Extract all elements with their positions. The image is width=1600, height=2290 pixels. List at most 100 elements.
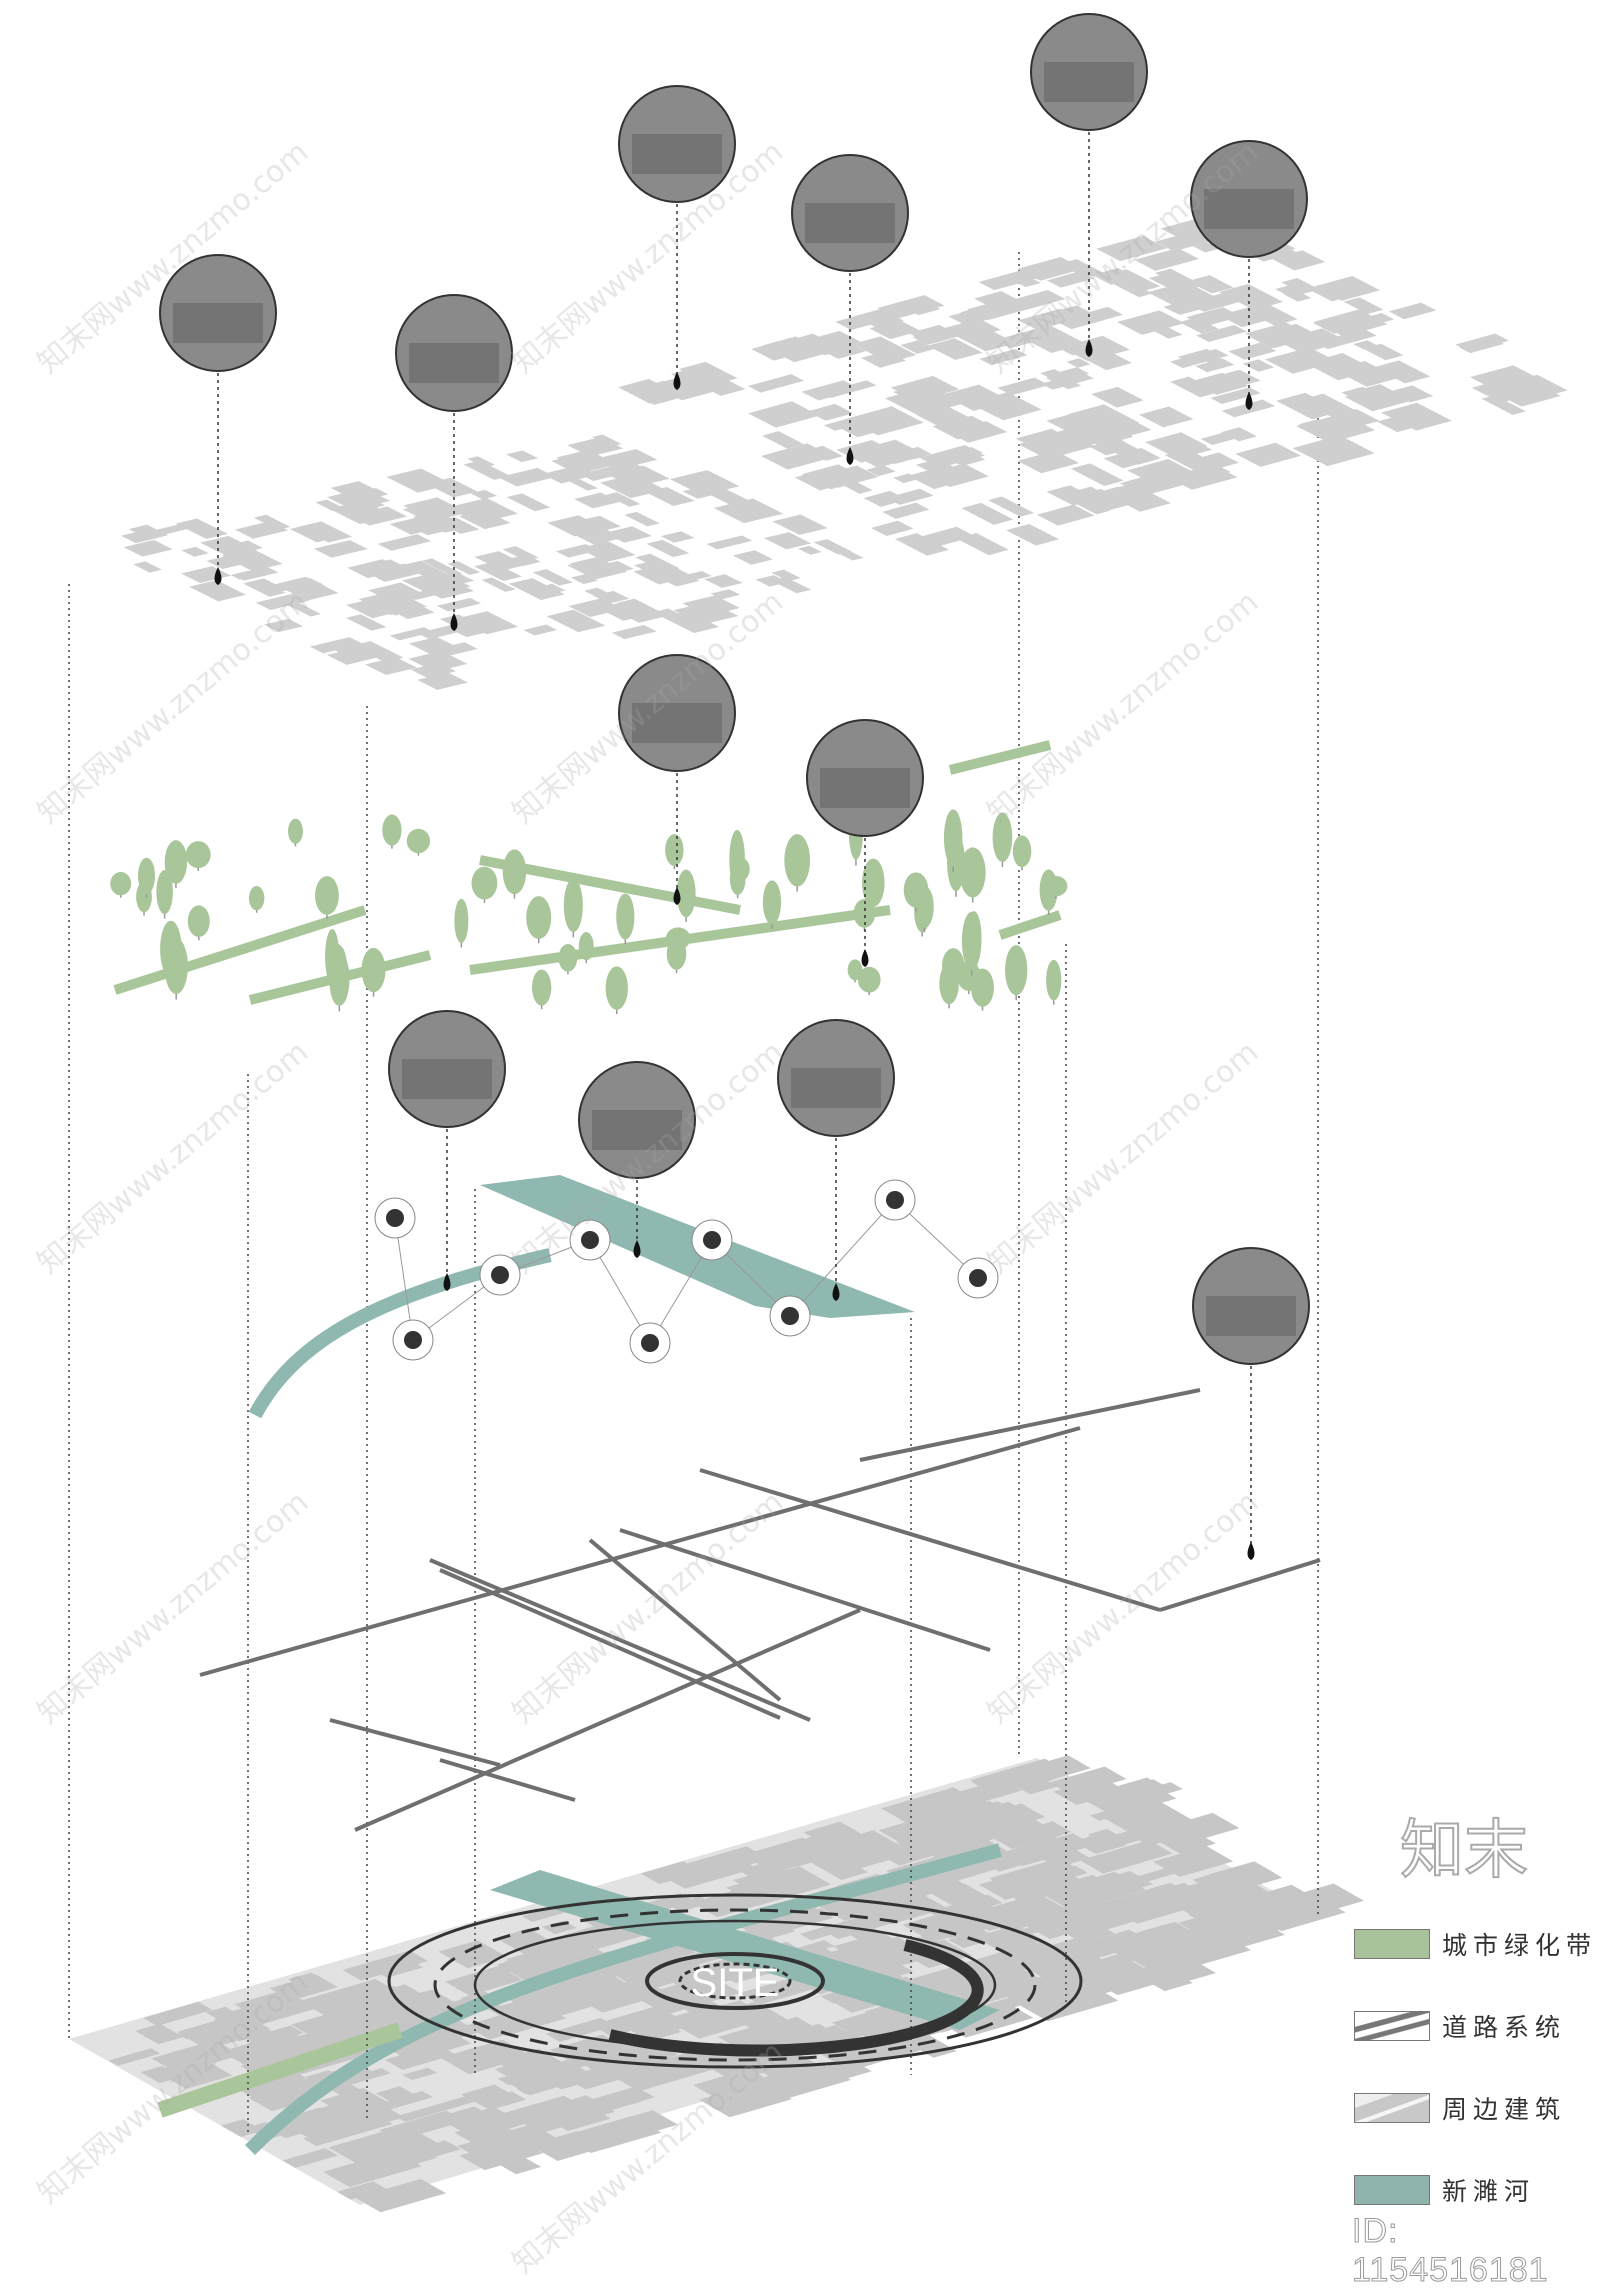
building-block — [1348, 364, 1415, 387]
fish-icon — [581, 1231, 599, 1249]
building-block — [1177, 348, 1218, 363]
photo-government-building — [1030, 13, 1148, 357]
base-building — [402, 2067, 438, 2081]
building-block — [428, 642, 478, 658]
building-block — [603, 456, 645, 473]
road-line — [1159, 1558, 1321, 1612]
building-block — [1015, 325, 1086, 353]
base-building — [215, 1994, 317, 2031]
building-block — [852, 336, 917, 363]
building-block — [467, 456, 496, 468]
site-ring — [678, 1962, 792, 2000]
green-belt-strip — [998, 910, 1062, 940]
location-pin-icon — [1245, 392, 1253, 410]
tree-canopy — [526, 896, 552, 939]
building-block — [481, 577, 516, 592]
building-block — [128, 524, 169, 540]
base-building — [445, 1966, 523, 1996]
building-block — [1071, 498, 1110, 515]
road-line — [859, 1388, 1201, 1462]
base-building — [726, 1967, 772, 1984]
tree-canopy — [156, 870, 173, 915]
building-block — [1388, 302, 1437, 320]
building-block — [1018, 431, 1095, 460]
base-building — [457, 2124, 564, 2164]
legend-roads: 道路系统 — [1354, 2008, 1566, 2044]
legend-label: 新濉河 — [1442, 2177, 1536, 2206]
photo-subject — [402, 1059, 492, 1099]
site-ring — [645, 1952, 825, 2010]
base-building — [691, 1882, 788, 1918]
base-building — [355, 2178, 447, 2213]
base-building — [336, 2181, 387, 2200]
building-block — [345, 598, 400, 619]
base-building — [389, 2031, 472, 2061]
tree-canopy — [315, 876, 339, 915]
building-block — [1006, 523, 1059, 546]
base-building — [504, 2072, 559, 2096]
fish-icon — [781, 1307, 799, 1325]
base-building — [282, 2148, 339, 2168]
building-block — [902, 301, 941, 316]
base-building — [901, 1816, 973, 1845]
photo-modern-building — [791, 154, 909, 465]
site-ring — [433, 1908, 1037, 2062]
tree-canopy — [992, 812, 1013, 863]
tree-canopy — [137, 857, 156, 895]
building-block — [1045, 374, 1082, 390]
road-system-layer — [199, 1388, 1321, 1832]
building-block — [646, 539, 690, 558]
building-block — [430, 585, 474, 599]
building-block — [1204, 369, 1261, 391]
tree-canopy — [164, 938, 188, 994]
river-site-segment — [490, 1870, 1000, 2030]
building-block — [1036, 504, 1095, 526]
building-block — [474, 561, 522, 582]
building-block — [133, 561, 162, 573]
building-block — [289, 522, 342, 543]
building-block — [823, 418, 858, 431]
base-building — [1087, 1828, 1128, 1847]
building-block — [1312, 316, 1358, 334]
building-block — [1170, 444, 1212, 458]
building-block — [979, 349, 1028, 366]
base-building — [1059, 1908, 1121, 1931]
base-building — [395, 2095, 477, 2122]
tree-canopy — [185, 841, 211, 869]
photo-museum — [395, 294, 513, 631]
building-block — [635, 553, 680, 572]
tree-canopy — [784, 834, 811, 887]
building-block — [1470, 365, 1542, 392]
building-block — [772, 514, 828, 535]
tree-canopy — [1005, 945, 1028, 996]
base-building — [278, 2025, 357, 2054]
base-building — [561, 2115, 662, 2154]
building-block — [1281, 278, 1320, 294]
site-marker: SITE — [387, 1893, 1083, 2069]
building-block — [244, 578, 288, 595]
building-block — [365, 657, 417, 676]
base-building — [779, 1835, 869, 1867]
base-building — [1138, 1960, 1216, 1989]
location-pin-icon — [673, 372, 681, 390]
base-building — [1049, 1766, 1127, 1795]
building-block — [532, 569, 573, 586]
building-block — [988, 496, 1035, 517]
building-block — [969, 392, 1042, 421]
tree-canopy — [248, 886, 265, 911]
building-block — [956, 532, 1009, 556]
building-block — [1283, 290, 1312, 302]
building-block — [900, 340, 936, 354]
base-building — [330, 1984, 435, 2023]
building-block — [604, 526, 652, 543]
tree-canopy — [164, 840, 188, 884]
tree-canopy — [187, 905, 210, 937]
building-block — [200, 535, 257, 557]
building-block — [329, 500, 395, 525]
tree-canopy — [382, 814, 402, 846]
fish-icon — [386, 1209, 404, 1227]
base-building — [496, 1946, 589, 1983]
building-block — [1062, 344, 1094, 356]
building-block — [751, 338, 813, 361]
